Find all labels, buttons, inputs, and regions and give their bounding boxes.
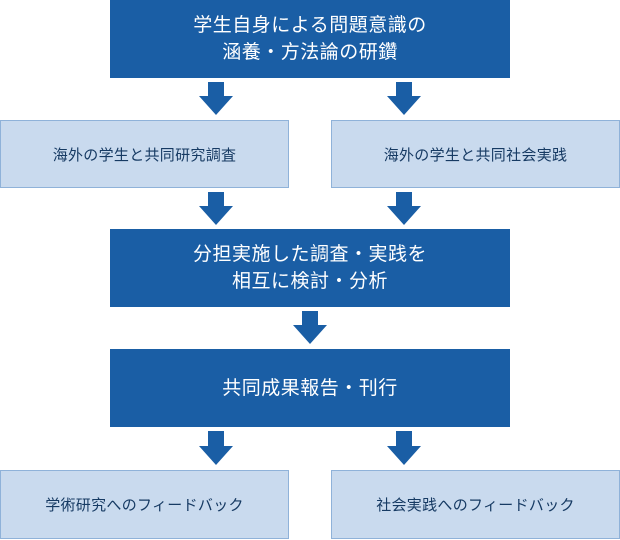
joint-social-practice-label: 海外の学生と共同社会実践: [383, 145, 568, 164]
joint-research-survey-box: 海外の学生と共同研究調査: [0, 120, 289, 188]
arrow-step1-to-right-icon: [387, 82, 421, 115]
step-problem-awareness-line2: 涵養・方法論の研鑽: [222, 41, 398, 63]
step-problem-awareness-line1: 学生自身による問題意識の: [193, 14, 427, 36]
step-problem-awareness-box: 学生自身による問題意識の 涵養・方法論の研鑽: [110, 0, 510, 78]
arrow-left-to-step3-icon: [199, 192, 233, 225]
academic-feedback-label: 学術研究へのフィードバック: [45, 496, 244, 514]
joint-research-survey-label: 海外の学生と共同研究調査: [52, 145, 237, 164]
social-feedback-label: 社会実践へのフィードバック: [376, 496, 575, 514]
academic-feedback-box: 学術研究へのフィードバック: [0, 470, 289, 539]
mutual-review-line2: 相互に検討・分析: [231, 270, 388, 292]
mutual-review-text: 分担実施した調査・実践を 相互に検討・分析: [193, 241, 427, 295]
arrow-step4-to-right-icon: [387, 431, 421, 465]
arrow-step3-to-step4-icon: [293, 311, 327, 344]
arrow-step4-to-left-icon: [199, 431, 233, 465]
joint-publication-label: 共同成果報告・刊行: [222, 376, 398, 399]
joint-publication-box: 共同成果報告・刊行: [110, 349, 510, 427]
step-problem-awareness-text: 学生自身による問題意識の 涵養・方法論の研鑽: [193, 12, 426, 66]
arrow-step1-to-left-icon: [199, 82, 233, 115]
mutual-review-box: 分担実施した調査・実践を 相互に検討・分析: [110, 229, 510, 307]
mutual-review-line1: 分担実施した調査・実践を: [192, 243, 427, 265]
joint-social-practice-box: 海外の学生と共同社会実践: [331, 120, 620, 188]
arrow-right-to-step3-icon: [387, 192, 421, 225]
